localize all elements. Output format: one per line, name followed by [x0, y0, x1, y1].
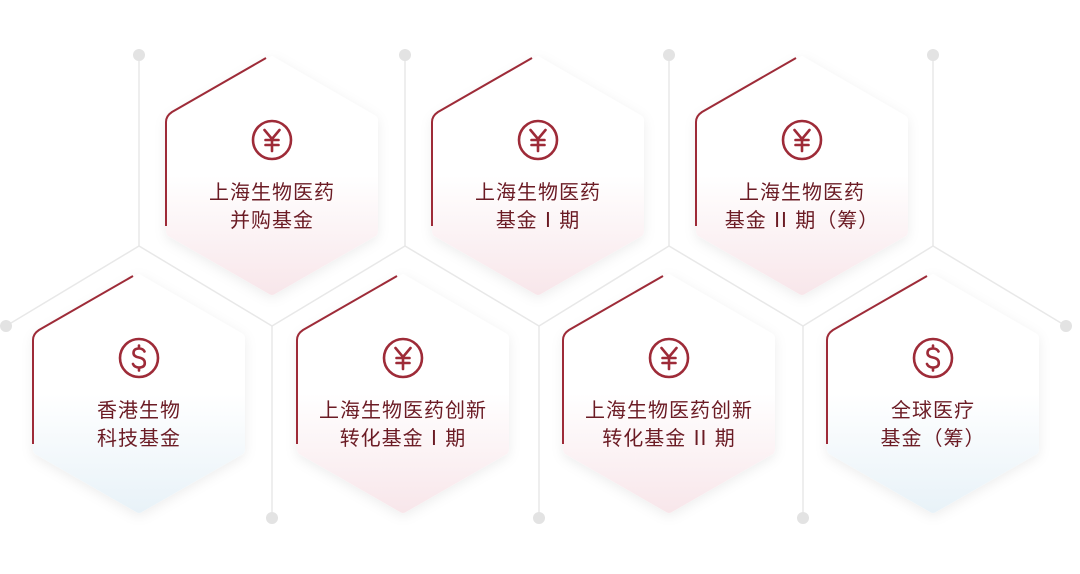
dollar-icon	[117, 336, 161, 380]
yen-icon	[647, 336, 691, 380]
hexagon-shape	[32, 274, 245, 513]
hexagon-shape	[431, 56, 644, 295]
fund-card-biomed-1[interactable]: 上海生物医药基金 I 期	[430, 54, 646, 298]
fund-name: 香港生物科技基金	[97, 398, 181, 450]
fund-card-global-health[interactable]: 全球医疗基金（筹）	[825, 272, 1041, 516]
fund-card-innovation-2[interactable]: 上海生物医药创新转化基金 II 期	[561, 272, 777, 516]
fund-name: 全球医疗基金（筹）	[880, 398, 986, 450]
fund-name: 上海生物医药创新转化基金 I 期	[319, 398, 487, 450]
hexagon-shape	[695, 56, 908, 295]
fund-name: 上海生物医药并购基金	[209, 180, 335, 232]
fund-name: 上海生物医药基金 II 期（筹）	[724, 180, 880, 232]
fund-card-hk-biotech[interactable]: 香港生物科技基金	[31, 272, 247, 516]
fund-card-ma[interactable]: 上海生物医药并购基金	[164, 54, 380, 298]
hexagon-shape	[296, 274, 509, 513]
hexagon-shape	[826, 274, 1039, 513]
hexagon-shape	[165, 56, 378, 295]
fund-card-biomed-2[interactable]: 上海生物医药基金 II 期（筹）	[694, 54, 910, 298]
fund-name: 上海生物医药基金 I 期	[475, 180, 601, 232]
fund-name: 上海生物医药创新转化基金 II 期	[585, 398, 753, 450]
yen-icon	[516, 118, 560, 162]
yen-icon	[780, 118, 824, 162]
yen-icon	[250, 118, 294, 162]
yen-icon	[381, 336, 425, 380]
fund-card-innovation-1[interactable]: 上海生物医药创新转化基金 I 期	[295, 272, 511, 516]
dollar-icon	[911, 336, 955, 380]
hexagon-shape	[562, 274, 775, 513]
